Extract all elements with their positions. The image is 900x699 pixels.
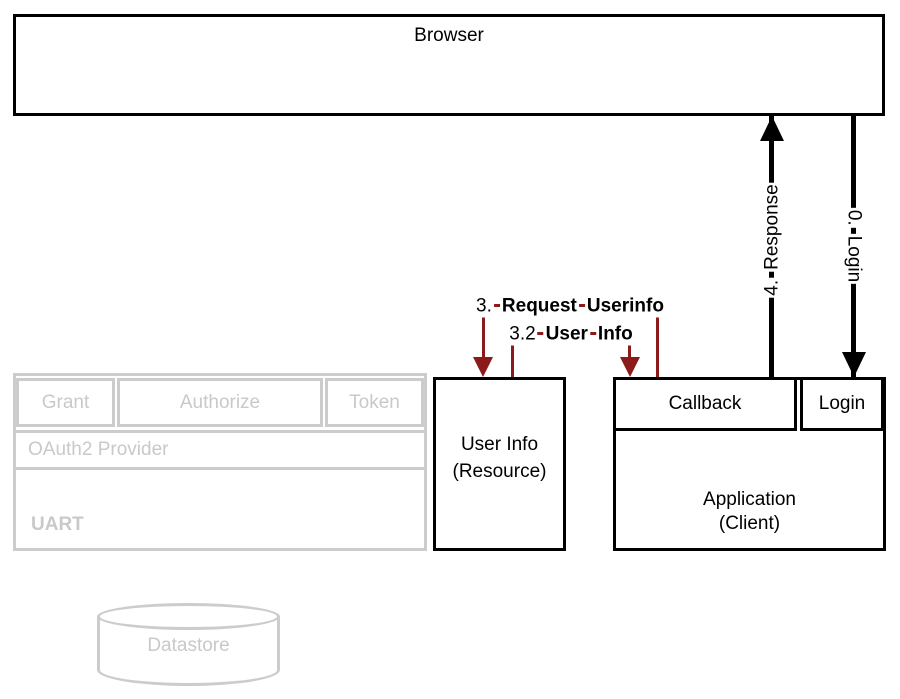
uart-label: UART <box>31 514 84 535</box>
datastore-cylinder-top <box>97 603 280 630</box>
uart-container-box: Grant Authorize Token OAuth2 Provider UA… <box>13 373 427 551</box>
oauth2-provider-label: OAuth2 Provider <box>28 439 169 460</box>
datastore-label: Datastore <box>147 635 230 656</box>
flow-label-word: Response <box>760 182 784 272</box>
flow-label-word: 3. <box>474 294 494 318</box>
request-userinfo-line-right <box>656 304 659 377</box>
callback-label: Callback <box>668 393 742 414</box>
flow-label-word: Info <box>595 322 635 346</box>
login-flow-label: 0. Login <box>842 207 866 285</box>
tab-grant: Grant <box>16 378 115 427</box>
flow-label-word: Request <box>499 294 579 318</box>
browser-label: Browser <box>414 25 484 46</box>
user-info-label: User Info (Resource) <box>453 431 547 485</box>
callback-box: Callback <box>613 377 797 431</box>
user-info-return-line-right <box>628 334 631 358</box>
login-arrowhead-down-icon <box>842 352 866 377</box>
grant-label: Grant <box>41 391 90 413</box>
response-arrowhead-up-icon <box>760 116 784 141</box>
request-userinfo-arrowhead-down-icon <box>473 357 493 377</box>
token-label: Token <box>349 391 400 413</box>
tab-authorize: Authorize <box>117 378 323 427</box>
flow-label-word: 3.2 <box>507 322 538 346</box>
login-label: Login <box>818 393 866 414</box>
tab-token: Token <box>325 378 424 427</box>
browser-box: Browser <box>13 14 885 116</box>
flow-label-word: 4. <box>760 277 784 298</box>
authorize-label: Authorize <box>179 391 261 413</box>
flow-label-word: Login <box>842 233 866 285</box>
flow-label-word: User <box>543 322 590 346</box>
application-label-line1: Application <box>703 489 796 510</box>
user-info-box: User Info (Resource) <box>433 377 566 551</box>
user-info-label-line2: (Resource) <box>452 461 547 482</box>
request-userinfo-line-left <box>482 306 485 358</box>
application-label: Application (Client) <box>616 488 883 536</box>
oauth2-provider-box: OAuth2 Provider <box>13 430 427 470</box>
datastore-cylinder: Datastore <box>97 603 280 686</box>
response-flow-label: 4. Response <box>760 182 784 298</box>
application-label-line2: (Client) <box>718 513 781 534</box>
flow-label-word: Userinfo <box>584 294 666 318</box>
user-info-label-line1: User Info <box>460 434 539 455</box>
login-box: Login <box>800 377 884 431</box>
flow-label-word: 0. <box>842 207 866 228</box>
application-box: Callback Login Application (Client) <box>613 377 886 551</box>
user-info-return-arrowhead-down-icon <box>620 357 640 377</box>
user-info-return-line-left <box>511 332 514 377</box>
